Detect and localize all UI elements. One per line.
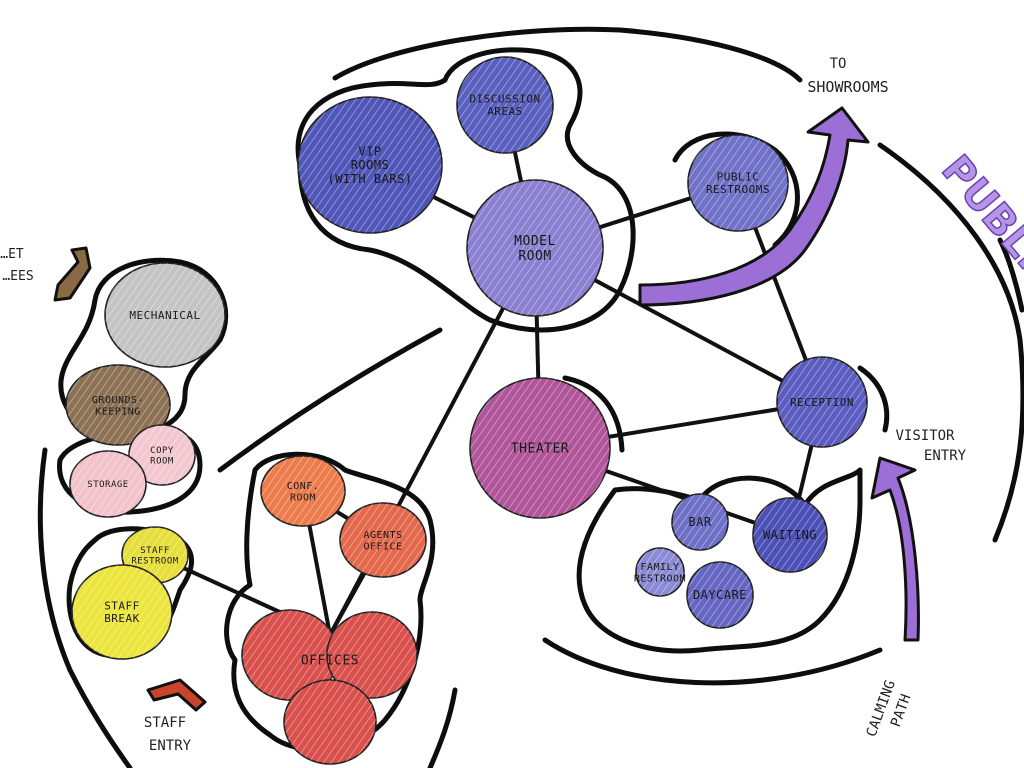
daycare-bubble-texture xyxy=(687,562,753,628)
grounds-keeping-label-line1: GROUNDS- xyxy=(92,395,144,406)
space-bar: BAR xyxy=(671,493,729,551)
vip-rooms-bubble-texture xyxy=(298,97,442,233)
service-entry-arrow xyxy=(53,246,92,302)
reception-label-line1: RECEPTION xyxy=(790,396,854,409)
copy-room-label-line2: ROOM xyxy=(150,456,174,466)
model-room-label-line2: ROOM xyxy=(518,249,551,264)
discussion-areas-bubble-texture xyxy=(457,57,553,153)
mechanical-cluster-outline xyxy=(58,257,229,438)
vip-rooms-label-line2: ROOMS xyxy=(351,158,390,172)
space-conf-room: CONF.ROOM xyxy=(260,455,346,527)
public-zone-bottom-arc xyxy=(542,637,883,686)
space-storage: STORAGE xyxy=(69,450,147,518)
public-restrooms-label-line2: RESTROOMS xyxy=(706,183,770,196)
staff-break-label-line2: BREAK xyxy=(104,612,140,625)
visitor-entry-arrow xyxy=(870,456,920,642)
reception-bubble-texture xyxy=(777,357,867,447)
family-restroom-bubble-texture xyxy=(636,548,684,596)
space-grounds-keeping: GROUNDS-KEEPING xyxy=(65,364,171,446)
mechanical-label-line1: MECHANICAL xyxy=(129,309,200,322)
public-restrooms-bubble-texture xyxy=(688,135,788,231)
staff-restroom-label-line1: STAFF xyxy=(140,546,170,556)
lounge-cluster-outline xyxy=(576,467,863,654)
offices-label-line1: OFFICES xyxy=(301,654,359,669)
bar-label-line1: BAR xyxy=(688,515,711,529)
conf-room-bubble-texture xyxy=(261,456,345,526)
model-room-bubble-texture xyxy=(467,180,603,316)
public-outer-right-arc xyxy=(997,237,1024,313)
space-mechanical: MECHANICAL xyxy=(104,262,226,368)
staff-zone-divider xyxy=(217,327,443,473)
daycare-label-line1: DAYCARE xyxy=(693,588,747,602)
discussion-areas-label-line2: AREAS xyxy=(487,105,523,118)
storage-label-line1: STORAGE xyxy=(87,480,128,490)
copy-room-bubble-texture xyxy=(129,425,195,485)
vip-rooms-label-line3: (WITH BARS) xyxy=(328,172,413,186)
vip-cluster-outline xyxy=(295,47,636,333)
staff-entry-label-line1: STAFF xyxy=(144,715,186,731)
offices-bubble-right-texture xyxy=(327,612,417,698)
space-theater: THEATER xyxy=(469,377,611,519)
public-restrooms-label-line1: PUBLIC xyxy=(717,171,760,184)
to-showrooms-arrow xyxy=(638,106,870,307)
staff-zone-left-arc xyxy=(37,447,133,768)
discussion-areas-label-line1: DISCUSSION xyxy=(469,93,540,106)
agents-office-bubble-texture xyxy=(340,503,426,577)
public-zone-top-arc xyxy=(332,26,803,83)
partial-left-label-line2: …EES xyxy=(2,269,33,284)
reception-partial-outline xyxy=(857,365,890,433)
to-showrooms-label-line1: TO xyxy=(830,56,847,72)
conf-room-label-line2: ROOM xyxy=(290,492,316,503)
partial-left-label-line1: …ET xyxy=(0,247,24,262)
family-restroom-label-line2: RESTROOM xyxy=(634,573,686,584)
to-showrooms-label-line2: SHOWROOMS xyxy=(807,78,888,96)
offices-bubble-left-texture xyxy=(242,610,338,700)
storage-bubble-texture xyxy=(70,451,146,517)
visitor-entry-label-line2: ENTRY xyxy=(924,448,967,464)
space-reception: RECEPTION xyxy=(776,356,868,448)
office-cluster-outline xyxy=(224,451,436,752)
grounds-keeping-label-line2: KEEPING xyxy=(95,406,141,417)
public-zone-label: PUBLIC xyxy=(932,147,1024,301)
staff-break-bubble-texture xyxy=(72,565,172,659)
visitor-entry-label-line1: VISITOR xyxy=(895,428,955,444)
space-waiting: WAITING xyxy=(752,497,828,573)
theater-partial-outline xyxy=(562,375,625,453)
model-room-label-line1: MODEL xyxy=(514,234,556,249)
space-offices: OFFICES xyxy=(241,609,418,765)
conf-room-label-line1: CONF. xyxy=(287,481,320,492)
space-daycare: DAYCARE xyxy=(686,561,754,629)
mechanical-bubble-texture xyxy=(105,263,225,367)
agents-office-label-line2: OFFICE xyxy=(363,541,402,552)
staff-restroom-label-line2: RESTROOM xyxy=(131,556,178,566)
staff-entry-arrow xyxy=(146,678,207,712)
staff-entry-label-line2: ENTRY xyxy=(149,738,192,754)
staff-zone-bottom-arc xyxy=(427,687,458,768)
vip-rooms-label-line1: VIP xyxy=(358,144,381,158)
circulation-arrows xyxy=(53,106,920,712)
public-zone-right-arc xyxy=(877,142,1024,543)
waiting-label-line1: WAITING xyxy=(763,528,817,542)
offices-bubble-bottom-texture xyxy=(284,680,376,764)
family-restroom-label-line1: FAMILY xyxy=(640,562,679,573)
bar-bubble-texture xyxy=(672,494,728,550)
grounds-keeping-bubble-texture xyxy=(66,365,170,445)
agents-office-label-line1: AGENTS xyxy=(363,530,402,541)
staff-break-label-line1: STAFF xyxy=(104,600,140,613)
theater-label-line1: THEATER xyxy=(511,442,569,457)
waiting-bubble-texture xyxy=(753,498,827,572)
copy-room-label-line1: COPY xyxy=(150,446,174,456)
theater-bubble-texture xyxy=(470,378,610,518)
